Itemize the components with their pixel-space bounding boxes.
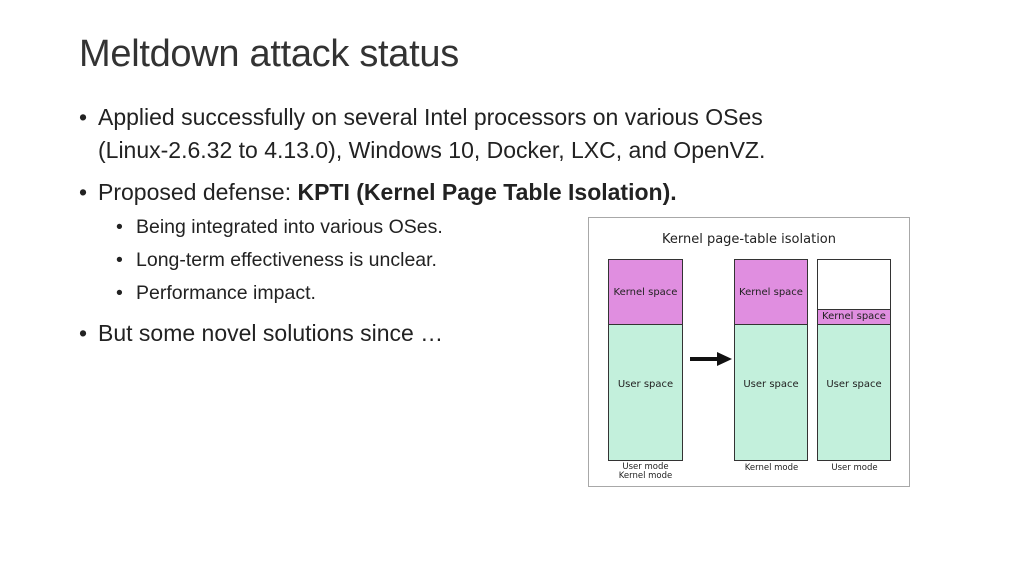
kpti-figure: Kernel page-table isolation Kernel space… [588,217,910,487]
bullet-3-text: But some novel solutions since … [98,320,444,346]
after-user-unmapped [817,259,891,310]
before-kernel-label: Kernel space [613,287,678,298]
bullet-1-line-1: Applied successfully on several Intel pr… [98,104,763,130]
after-kernel-mode-label: Kernel mode [744,463,799,473]
sub-bullet-dot: • [116,282,123,304]
bullet-1: • Applied successfully on several Intel … [79,101,959,167]
bullet-dot: • [79,179,88,205]
sub-bullet-2-text: Long-term effectiveness is unclear. [136,249,437,271]
after-user-mode-label: User mode [831,463,878,473]
right-arrow-icon [690,352,732,366]
bullet-2: • Proposed defense: KPTI (Kernel Page Ta… [79,176,959,209]
before-kernel-space: Kernel space [608,259,683,325]
before-mode-line-1: User mode [622,462,669,472]
sub-bullet-2: • Long-term effectiveness is unclear. [116,247,437,273]
bullet-dot: • [79,104,88,130]
after-user-kernel-label: Kernel space [822,311,886,322]
figure-title: Kernel page-table isolation [661,232,836,247]
after-user-kernel-space: Kernel space [817,309,891,325]
before-user-label: User space [617,379,674,390]
after-kernel-kernel-space: Kernel space [734,259,808,325]
bullet-dot: • [79,320,88,346]
sub-bullet-1-text: Being integrated into various OSes. [136,216,443,238]
before-mode-label: User mode Kernel mode [603,463,688,481]
sub-bullet-1: • Being integrated into various OSes. [116,214,443,240]
after-kernel-kernel-label: Kernel space [739,287,803,298]
before-user-space: User space [608,324,683,461]
slide-title: Meltdown attack status [79,33,459,75]
sub-bullet-3: • Performance impact. [116,280,316,306]
bullet-2-text: Proposed defense: KPTI (Kernel Page Tabl… [98,176,959,209]
after-kernel-user-label: User space [743,379,799,390]
bullet-2-prefix: Proposed defense: [98,179,298,205]
bullet-3: • But some novel solutions since … [79,317,579,350]
bullet-1-line-2: (Linux-2.6.32 to 4.13.0), Windows 10, Do… [98,137,766,163]
sub-bullet-dot: • [116,216,123,238]
after-user-user-space: User space [817,324,891,461]
before-mode-line-2: Kernel mode [618,471,673,481]
sub-bullet-3-text: Performance impact. [136,282,316,304]
bullet-1-text: Applied successfully on several Intel pr… [98,101,959,167]
bullet-2-bold: KPTI (Kernel Page Table Isolation). [297,179,677,205]
after-user-user-label: User space [826,379,882,390]
after-kernel-user-space: User space [734,324,808,461]
sub-bullet-dot: • [116,249,123,271]
